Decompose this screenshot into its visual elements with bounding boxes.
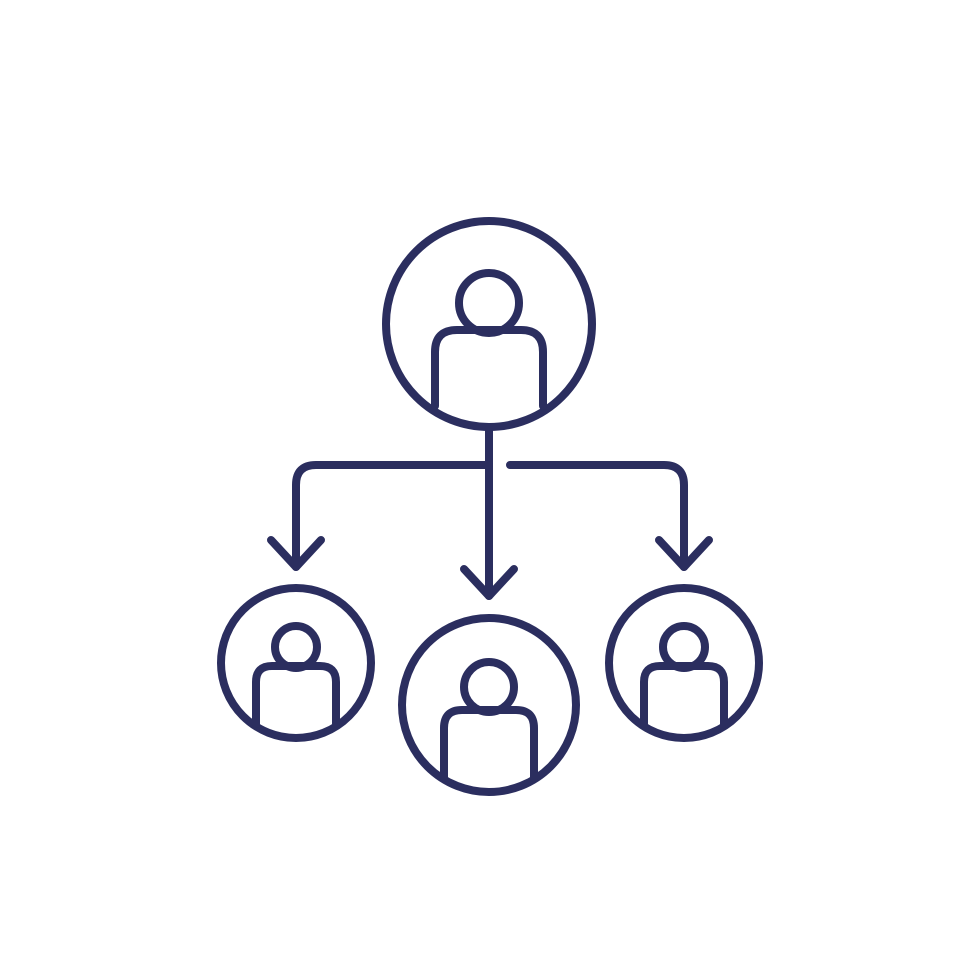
person-body xyxy=(440,706,538,782)
person-icon xyxy=(252,622,340,728)
node-center-circle xyxy=(398,614,580,796)
person-head xyxy=(659,622,709,672)
hierarchy-strokes xyxy=(217,217,763,796)
arrow-down-icon xyxy=(267,536,325,571)
person-head xyxy=(271,622,321,672)
connector-line xyxy=(292,461,493,571)
node-left-circle xyxy=(217,584,375,742)
node-top-circle xyxy=(382,217,596,431)
node-center xyxy=(398,614,580,796)
connector-line xyxy=(506,461,688,571)
person-body xyxy=(252,662,340,728)
arrow-down-icon xyxy=(460,565,518,600)
person-head xyxy=(460,658,518,716)
person-icon xyxy=(431,269,547,410)
person-icon xyxy=(440,658,538,782)
node-left xyxy=(217,584,375,742)
node-right-circle xyxy=(605,584,763,742)
connector-right xyxy=(506,461,713,571)
person-body xyxy=(431,326,547,410)
person-body xyxy=(640,662,728,728)
person-icon xyxy=(640,622,728,728)
arrow-down-icon xyxy=(655,536,713,571)
connector-left xyxy=(267,461,493,571)
person-head xyxy=(455,269,523,337)
node-right xyxy=(605,584,763,742)
node-top xyxy=(382,217,596,431)
connector-center xyxy=(460,423,518,600)
